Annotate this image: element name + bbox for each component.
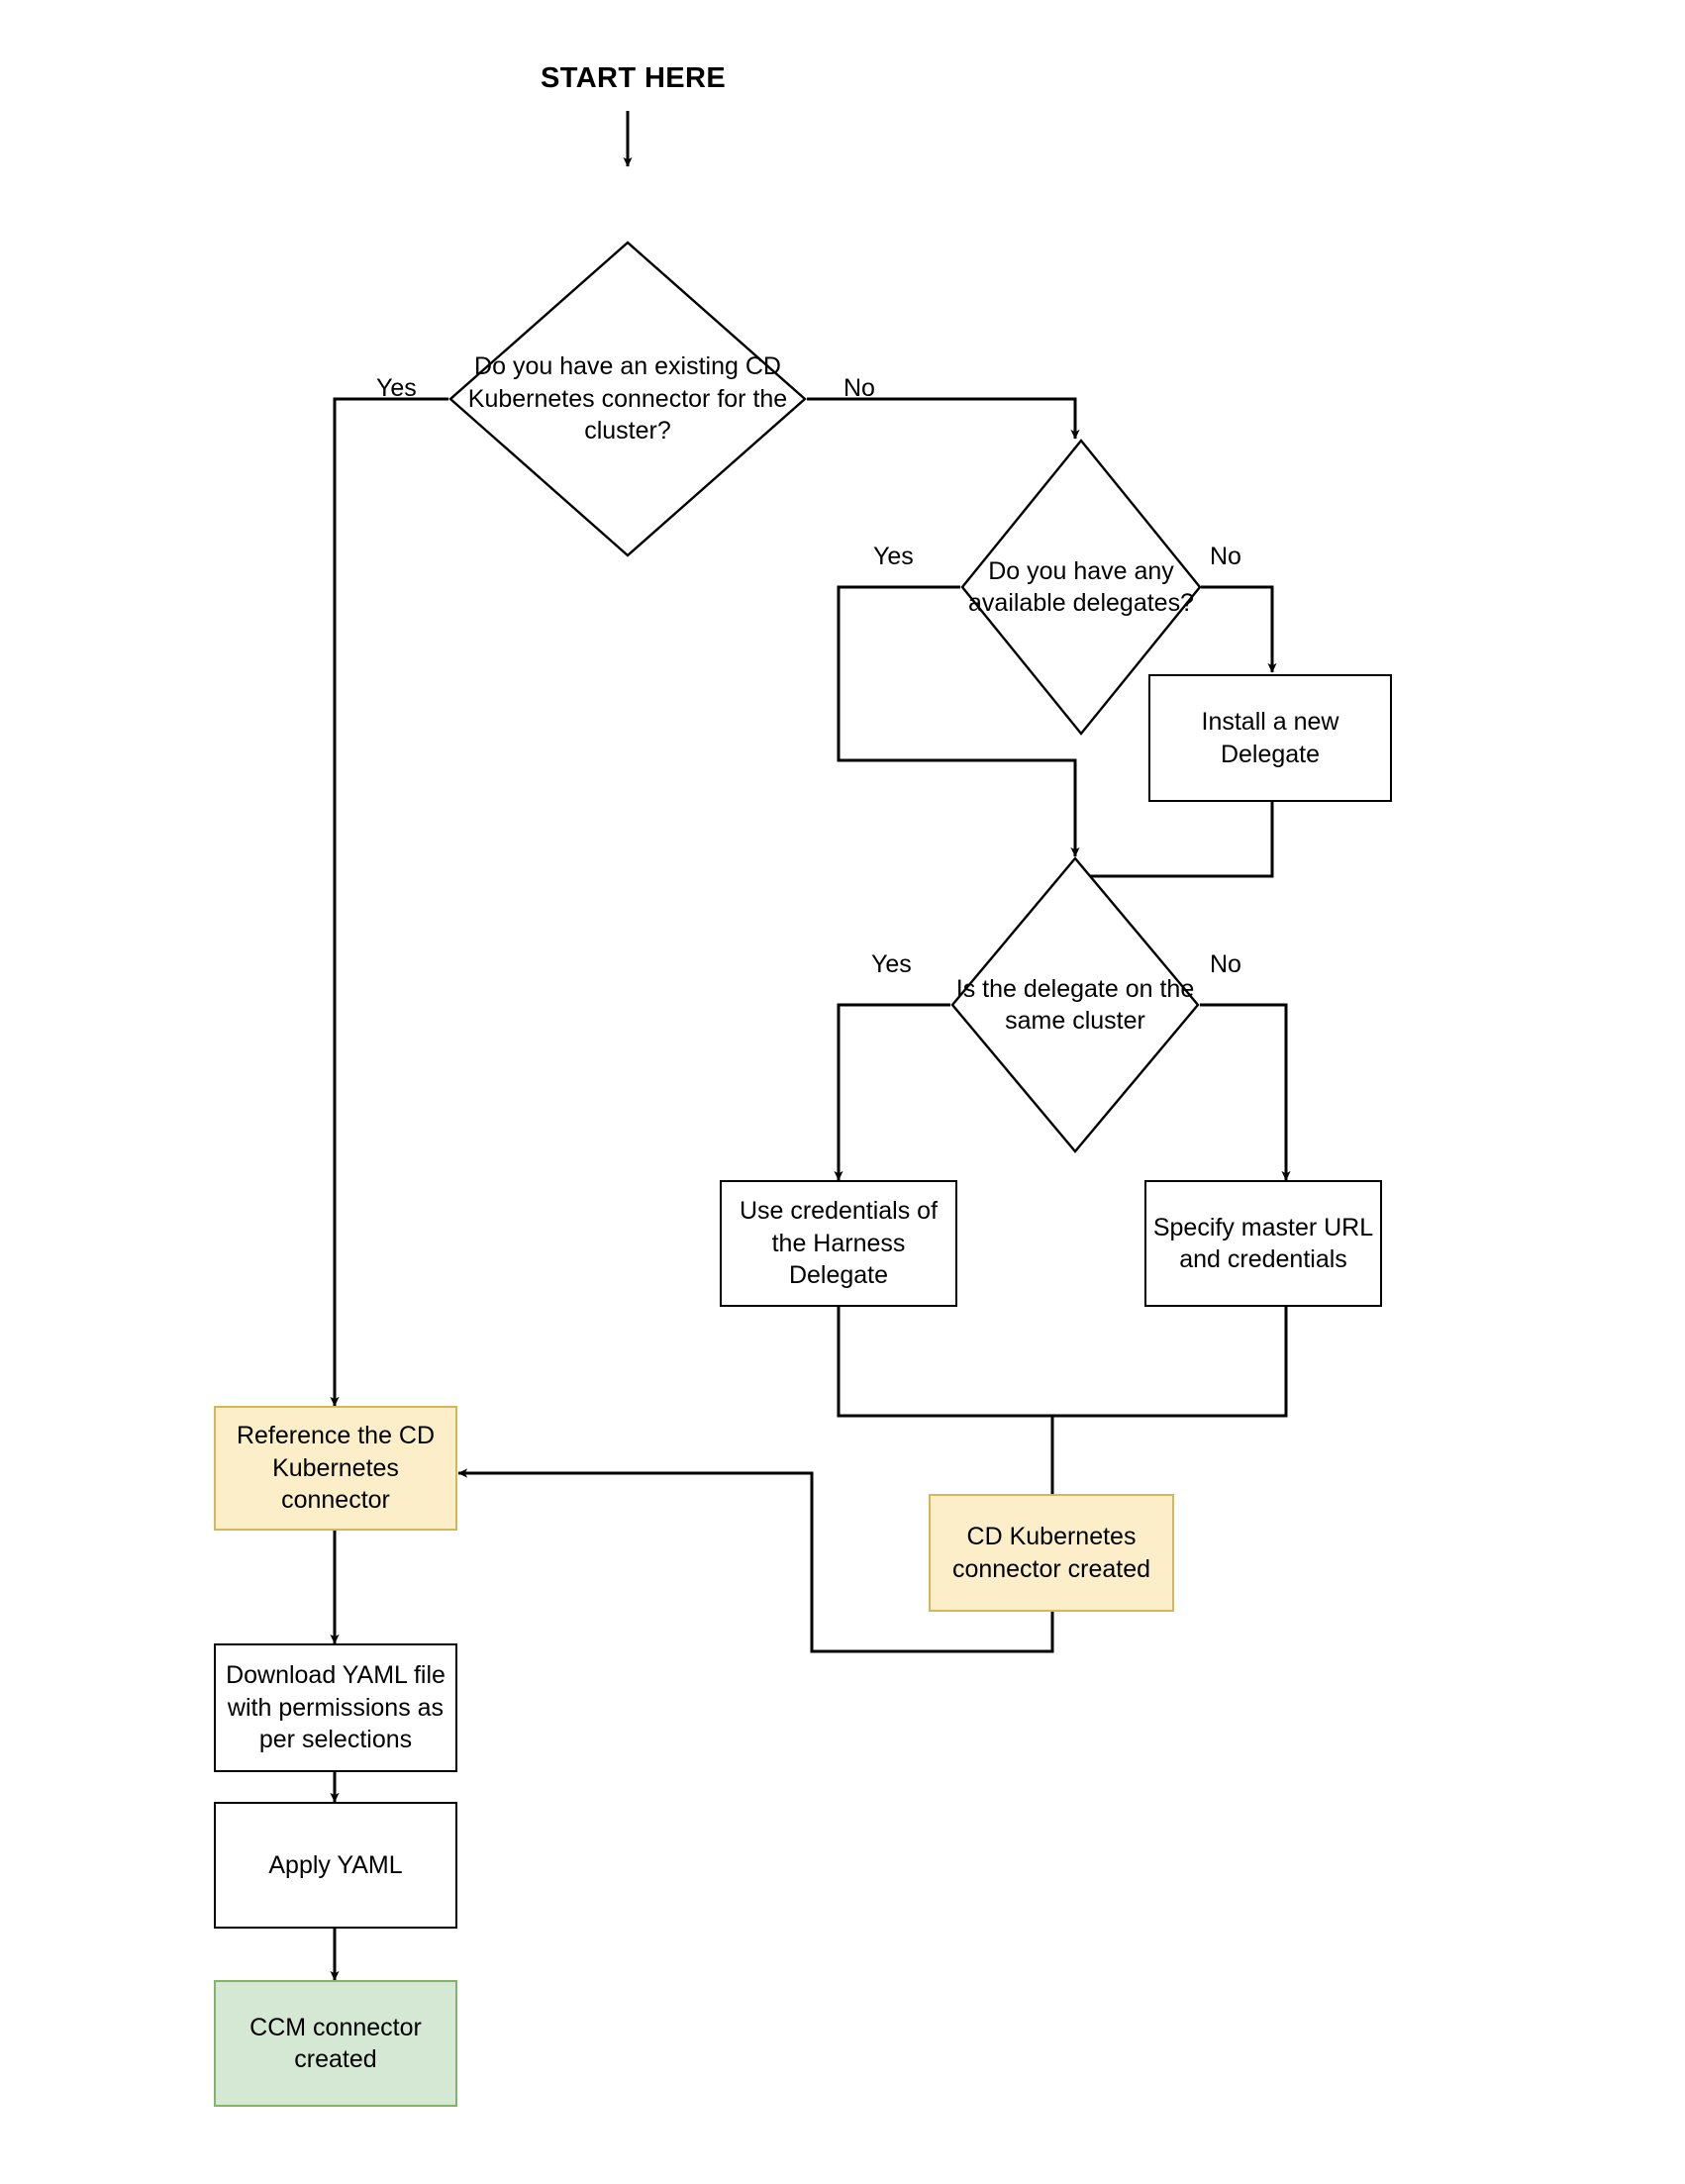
edge-label-delegates-yes: Yes [873,543,914,570]
start-here-title: START HERE [541,62,727,94]
process-label: Apply YAML [268,1850,403,1879]
process-specify-master-url[interactable]: Specify master URL and credentials [1144,1180,1382,1307]
process-label: Download YAML file with permissions as p… [226,1661,446,1754]
edge-d1-yes [330,397,448,1407]
edge-creds-merge [837,1307,1288,1418]
process-install-delegate[interactable]: Install a new Delegate [1148,674,1392,802]
decision-label: Do you have an existing CD Kubernetes co… [467,352,788,446]
edge-label-existing-yes: Yes [376,374,417,402]
process-use-harness-credentials[interactable]: Use credentials of the Harness Delegate [720,1180,957,1307]
process-reference-cd-connector[interactable]: Reference the CD Kubernetes connector [214,1406,457,1531]
process-label: Reference the CD Kubernetes connector [236,1422,436,1515]
edge-label-existing-no: No [843,374,875,402]
edge-label-delegates-no: No [1210,543,1241,570]
process-label: Specify master URL and credentials [1152,1213,1374,1274]
process-ccm-connector-created[interactable]: CCM connector created [214,1980,457,2107]
diamond-shape [448,241,807,557]
process-label: CD Kubernetes connector created [951,1523,1151,1583]
edge-d1-no [807,397,1080,440]
process-apply-yaml[interactable]: Apply YAML [214,1802,457,1929]
decision-label: Is the delegate on the same cluster [955,974,1195,1036]
process-cd-connector-created[interactable]: CD Kubernetes connector created [929,1494,1174,1612]
edge-label-cluster-yes: Yes [871,950,912,978]
decision-existing-cd-connector[interactable]: Do you have an existing CD Kubernetes co… [448,241,807,557]
edge-d3-no [1200,1003,1291,1181]
process-label: CCM connector created [249,2013,422,2074]
edge-d2-no [1201,585,1277,673]
process-download-yaml[interactable]: Download YAML file with permissions as p… [214,1643,457,1772]
decision-delegate-same-cluster[interactable]: Is the delegate on the same cluster [950,856,1200,1153]
diamond-shape [950,856,1200,1153]
process-label: Install a new Delegate [1201,708,1339,768]
edge-label-cluster-no: No [1210,950,1241,978]
process-label: Use credentials of the Harness Delegate [739,1197,939,1290]
edge-d3-yes [834,1003,950,1181]
decision-label: Do you have any available delegates? [968,556,1194,618]
decision-available-delegates[interactable]: Do you have any available delegates? [960,439,1202,736]
